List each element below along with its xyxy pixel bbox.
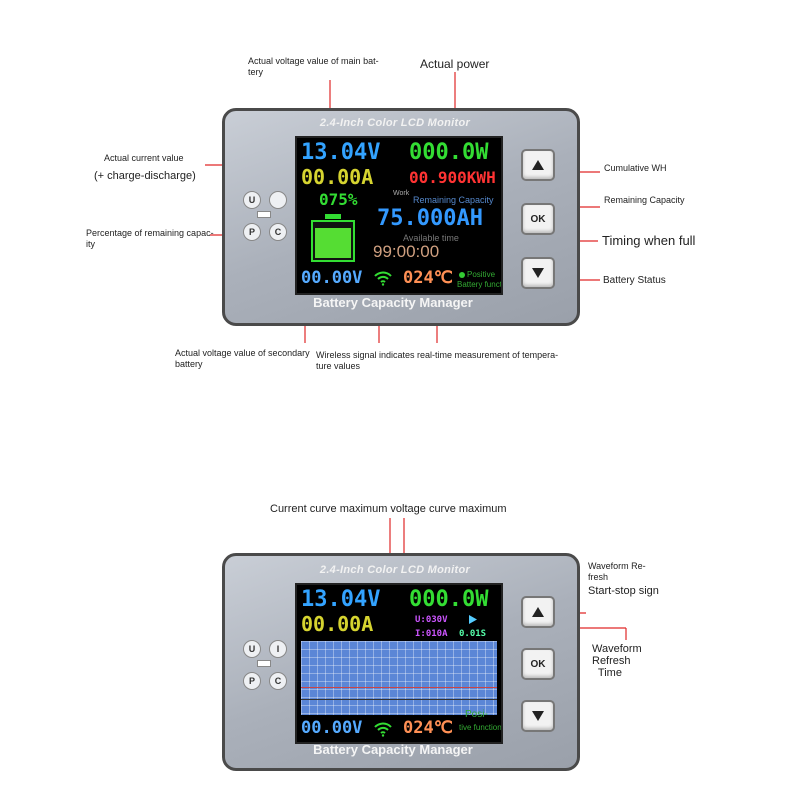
lcd-screen: 13.04V 000.0W 00.00A U:030V I:010A 0.01S… (295, 583, 503, 744)
annotation-wireless-temp: Wireless signal indicates real-time meas… (316, 350, 559, 371)
up-button[interactable] (521, 149, 555, 181)
start-stop-icon (469, 615, 477, 624)
i-button[interactable]: I (269, 640, 287, 658)
c-button[interactable]: C (269, 223, 287, 241)
indicator-bar (257, 660, 271, 667)
battery-level-icon (311, 214, 355, 262)
capacity-value: 75.000AH (377, 206, 483, 231)
annotation-battery-status: Battery Status (603, 275, 666, 286)
power-value: 000.0W (409, 587, 489, 612)
temperature-value: 024℃ (403, 268, 453, 288)
down-button[interactable] (521, 257, 555, 289)
current-value: 00.00A (301, 612, 374, 636)
waveform-graph (301, 641, 497, 715)
down-arrow-icon (532, 711, 544, 721)
voltage-curve-max: U:030V (415, 615, 448, 625)
up-arrow-icon (532, 607, 544, 617)
device-title: 2.4-Inch Color LCD Monitor (319, 117, 471, 129)
down-arrow-icon (532, 268, 544, 278)
annotation-percentage: Percentage of remaining capac- ity (86, 228, 214, 249)
device-footer: Battery Capacity Manager (313, 742, 473, 757)
current-value: 00.00A (301, 165, 374, 189)
annotation-waveform-refresh-time: Waveform Refresh Time (592, 643, 642, 679)
voltage-wave-line (301, 699, 497, 700)
remaining-capacity-label: Remaining Capacity (413, 195, 494, 205)
wireless-signal-icon (374, 271, 392, 286)
secondary-voltage-value: 00.00V (301, 718, 363, 738)
annotation-start-stop: Start-stop sign (588, 585, 659, 597)
ok-button[interactable]: OK (521, 203, 555, 235)
annotation-actual-power: Actual power (420, 57, 490, 71)
p-button[interactable]: P (243, 672, 261, 690)
annotation-cumulative-wh: Cumulative WH (604, 163, 667, 173)
annotation-actual-current: Actual current value (104, 153, 184, 163)
temperature-value: 024℃ (403, 718, 453, 738)
status-line1: Positive (467, 270, 496, 279)
status-line2: Battery function (457, 280, 502, 289)
status-line2: tive function (459, 723, 502, 732)
battery-monitor-device-bottom: 2.4-Inch Color LCD Monitor U I P C 13.04… (222, 553, 580, 771)
work-label: Work (393, 190, 410, 197)
current-wave-line (301, 687, 497, 688)
status-dot-icon (459, 272, 465, 278)
device-title: 2.4-Inch Color LCD Monitor (319, 564, 471, 576)
u-button[interactable]: U (243, 640, 261, 658)
wireless-signal-icon (374, 722, 392, 737)
annotation-waveform-refresh: Waveform Re- fresh (588, 561, 646, 582)
percent-value: 075% (319, 190, 358, 209)
down-button[interactable] (521, 700, 555, 732)
u-button[interactable]: U (243, 191, 261, 209)
annotation-secondary-voltage: Actual voltage value of secondary batter… (175, 348, 310, 369)
annotation-charge-discharge: (+ charge-discharge) (94, 170, 196, 182)
secondary-voltage-value: 00.00V (301, 268, 363, 288)
main-voltage-value: 13.04V (301, 140, 381, 165)
annotation-timing-full: Timing when full (602, 233, 696, 248)
up-arrow-icon (532, 160, 544, 170)
current-curve-max: I:010A (415, 629, 448, 639)
status-line1: Posi- (465, 709, 488, 720)
ok-button[interactable]: OK (521, 648, 555, 680)
energy-value: 00.900KWH (409, 168, 496, 187)
power-value: 000.0W (409, 140, 489, 165)
annotation-remaining-capacity: Remaining Capacity (604, 195, 685, 205)
up-button[interactable] (521, 596, 555, 628)
annotation-curve-max: Current curve maximum voltage curve maxi… (270, 503, 507, 515)
lcd-screen: 13.04V 000.0W 00.00A 00.900KWH Work 075%… (295, 136, 503, 295)
battery-monitor-device-top: 2.4-Inch Color LCD Monitor U P C 13.04V … (222, 108, 580, 326)
device-footer: Battery Capacity Manager (313, 295, 473, 310)
indicator-bar (257, 211, 271, 218)
available-time-label: Available time (403, 233, 459, 243)
time-value: 99:00:00 (373, 242, 440, 261)
main-voltage-value: 13.04V (301, 587, 381, 612)
refresh-time-value: 0.01S (459, 629, 487, 639)
u-secondary-button[interactable] (269, 191, 287, 209)
p-button[interactable]: P (243, 223, 261, 241)
c-button[interactable]: C (269, 672, 287, 690)
annotation-main-voltage: Actual voltage value of main bat- tery (248, 56, 379, 77)
